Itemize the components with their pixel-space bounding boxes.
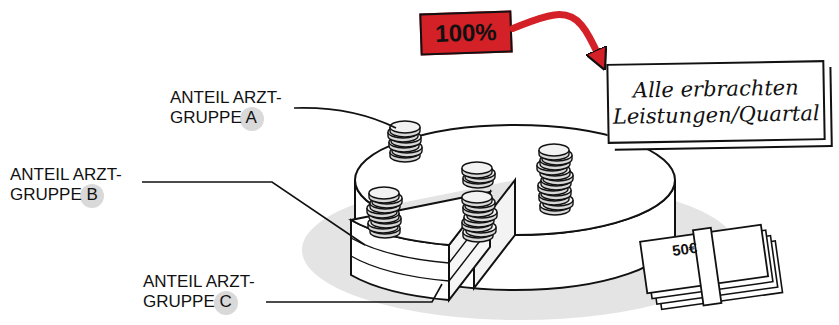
coin [462, 162, 492, 178]
note-box: Alle erbrachten Leistungen/Quartal [606, 60, 825, 144]
group-label: ANTEIL ARZT- GRUPPE A [170, 88, 310, 129]
coin [462, 191, 492, 207]
curved-arrow [513, 15, 603, 65]
coin-stack [367, 187, 402, 238]
percent-box: 100% [419, 10, 512, 55]
coin-stack [462, 162, 495, 188]
leader-line [266, 284, 442, 302]
coin-stack [462, 191, 497, 242]
coin [390, 121, 420, 137]
node-text: Alle erbrachten Leistungen/Quartal [612, 74, 820, 130]
coin-stack [537, 144, 573, 215]
leader-line [142, 182, 365, 245]
coin [369, 187, 399, 203]
leader-line [294, 108, 396, 128]
group-label: ANTEIL ARZT- GRUPPE C [143, 272, 283, 313]
banknote-bundle [640, 219, 783, 313]
group-label: ANTEIL ARZT- GRUPPE B [10, 165, 150, 206]
coin [539, 144, 569, 160]
node-text: 100% [435, 18, 497, 48]
